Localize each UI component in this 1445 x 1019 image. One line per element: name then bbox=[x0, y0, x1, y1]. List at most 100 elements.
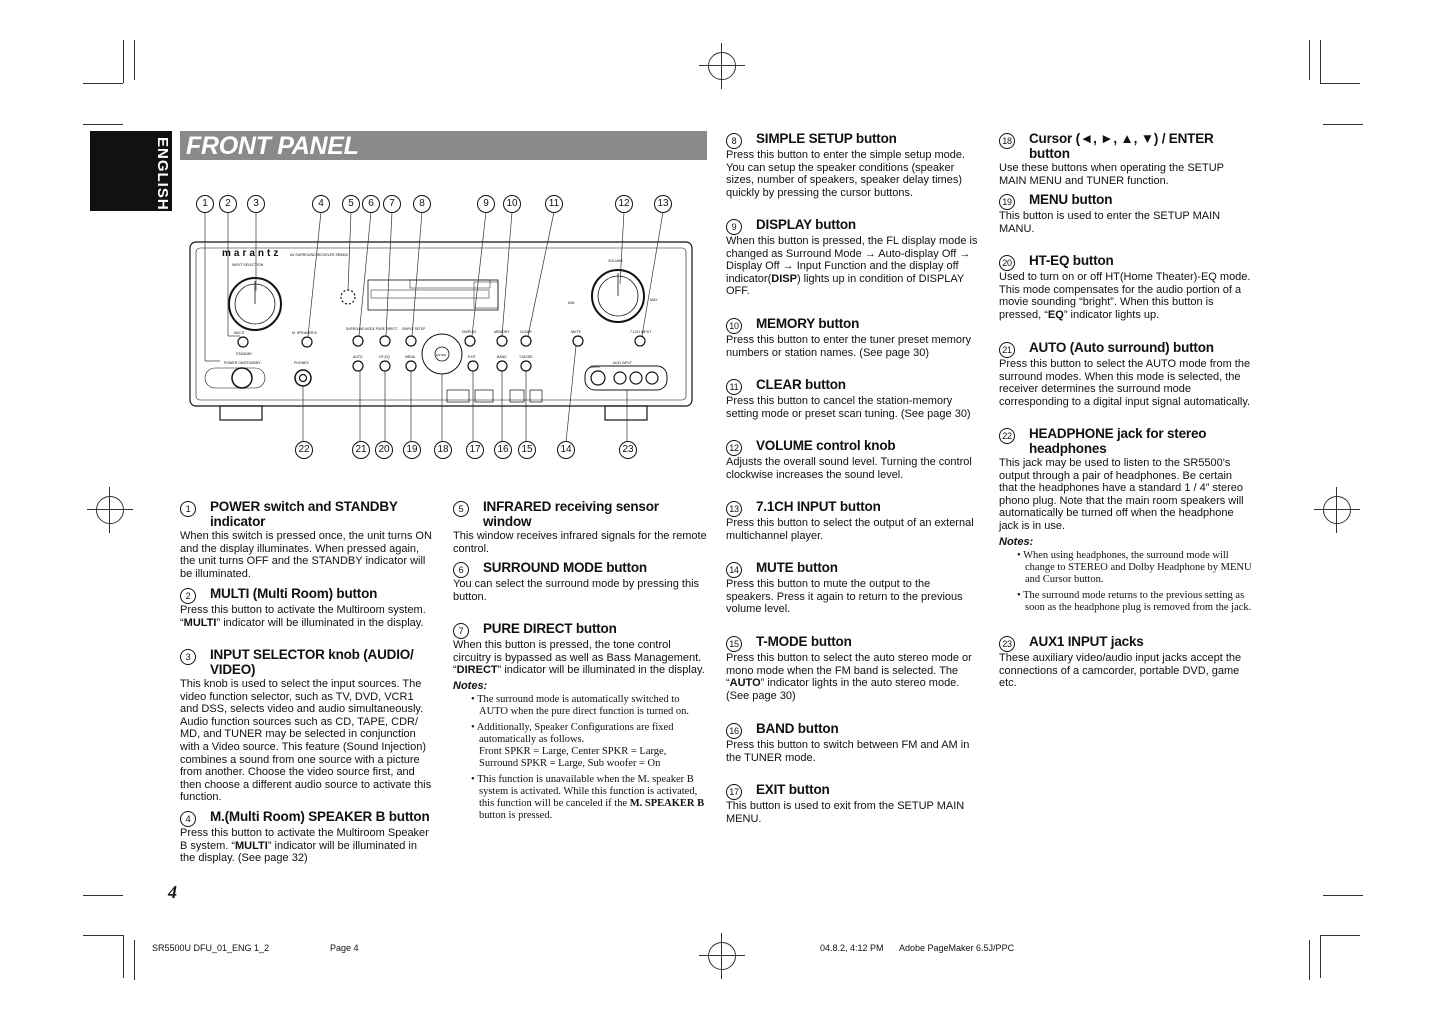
footer-app: Adobe PageMaker 6.5J/PPC bbox=[899, 943, 1015, 953]
label-menu: MENU bbox=[405, 355, 416, 359]
item-number: 11 bbox=[726, 379, 742, 395]
label-pure-direct: PURE DIRECT bbox=[376, 327, 398, 331]
crop-mark bbox=[134, 40, 135, 80]
crop-mark bbox=[1323, 895, 1363, 896]
label-71ch: 7.1CH INPUT bbox=[630, 330, 652, 334]
callout-13: 13 bbox=[654, 195, 672, 213]
footer-file: SR5500U DFU_01_ENG 1_2 bbox=[152, 943, 270, 953]
section-title: MEMORY button bbox=[756, 316, 860, 331]
section-title: MULTI (Multi Room) button bbox=[210, 586, 378, 601]
label-t-mode: T-MODE bbox=[519, 355, 533, 359]
label-min: MIN bbox=[568, 301, 575, 305]
callout-23: 23 bbox=[619, 441, 637, 459]
item-number: 13 bbox=[726, 501, 742, 517]
item-number: 22 bbox=[999, 428, 1015, 444]
section-body: This button is used to exit from the SET… bbox=[726, 800, 965, 825]
section-body: When this button is pressed, the FL disp… bbox=[726, 235, 978, 298]
section-body: When this switch is pressed once, the un… bbox=[180, 530, 432, 580]
item-number: 18 bbox=[999, 133, 1015, 149]
note: • The surround mode is automatically swi… bbox=[471, 693, 690, 717]
note-detail: Surround SPKR = Large, Sub woofer = On bbox=[479, 757, 661, 769]
section-title: 7.1CH INPUT button bbox=[756, 499, 881, 514]
section-body: This button is used to enter the SETUP M… bbox=[999, 210, 1221, 235]
item-number: 7 bbox=[453, 623, 469, 639]
note: • When using headphones, the surround mo… bbox=[1017, 549, 1252, 585]
label-multi: MULTI bbox=[234, 331, 244, 335]
label-exit: EXIT bbox=[468, 355, 477, 359]
section-title: Cursor (◄, ►, ▲, ▼) / ENTER button bbox=[1029, 131, 1214, 161]
language-tab: ENGLISH bbox=[90, 131, 172, 211]
crop-mark bbox=[1309, 40, 1310, 80]
section-body: Press this button to enter the tuner pre… bbox=[726, 334, 972, 359]
item-number: 23 bbox=[999, 636, 1015, 652]
section-title: POWER switch and STANDBY indicator bbox=[210, 499, 398, 529]
label-power: POWER ON/STANDBY bbox=[224, 361, 261, 365]
item-number: 20 bbox=[999, 255, 1015, 271]
language-label: ENGLISH bbox=[154, 137, 171, 211]
callout-6: 6 bbox=[362, 195, 380, 213]
section-ht-eq: 20 HT-EQ button Used to turn on or off HT… bbox=[999, 253, 1253, 321]
label-enter: ENTER bbox=[436, 353, 447, 357]
note: • Additionally, Speaker Configurations a… bbox=[471, 721, 674, 745]
label-auto: AUTO bbox=[353, 355, 363, 359]
item-number: 9 bbox=[726, 219, 742, 235]
section-title: DISPLAY button bbox=[756, 217, 856, 232]
footer-date: 04.8.2, 4:12 PM bbox=[820, 943, 884, 953]
section-body: These auxiliary video/audio input jacks … bbox=[999, 652, 1242, 690]
page-title-bar: FRONT PANEL bbox=[180, 131, 707, 160]
label-video: VIDEO bbox=[590, 365, 600, 369]
callout-19: 19 bbox=[403, 441, 421, 459]
callout-21: 21 bbox=[352, 441, 370, 459]
front-panel-diagram: marantz AV SURROUND RECEIVER SR5500 INPU… bbox=[189, 211, 693, 443]
item-number: 2 bbox=[180, 588, 196, 604]
notes-title: Notes: bbox=[453, 679, 488, 692]
item-number: 3 bbox=[180, 649, 196, 665]
section-body: Used to turn on or off HT(Home Theater)-… bbox=[999, 271, 1251, 321]
note: • The surround mode returns to the previ… bbox=[1017, 589, 1252, 613]
section-title: HT-EQ button bbox=[1029, 253, 1114, 268]
item-number: 4 bbox=[180, 811, 196, 827]
callout-11: 11 bbox=[545, 195, 563, 213]
registration-mark bbox=[699, 43, 745, 89]
callout-3: 3 bbox=[247, 195, 265, 213]
label-volume: VOLUME bbox=[608, 259, 623, 263]
callout-4: 4 bbox=[312, 195, 330, 213]
crop-mark bbox=[83, 935, 123, 936]
callout-14: 14 bbox=[557, 441, 575, 459]
device-brand: marantz bbox=[222, 248, 281, 259]
crop-mark bbox=[1323, 124, 1363, 125]
callout-7: 7 bbox=[383, 195, 401, 213]
item-number: 15 bbox=[726, 636, 742, 652]
item-number: 16 bbox=[726, 723, 742, 739]
callout-18: 18 bbox=[434, 441, 452, 459]
section-title: HEADPHONE jack for stereo headphones bbox=[1029, 426, 1207, 456]
section-title: AUTO (Auto surround) button bbox=[1029, 340, 1214, 355]
item-number: 5 bbox=[453, 501, 469, 517]
callout-16: 16 bbox=[494, 441, 512, 459]
section-body: Press this button to cancel the station-… bbox=[726, 395, 971, 420]
section-body: Press this button to activate the Multir… bbox=[180, 827, 429, 865]
section-body: This window receives infrared signals fo… bbox=[453, 530, 707, 555]
label-band: BAND bbox=[497, 355, 507, 359]
section-body: Adjusts the overall sound level. Turning… bbox=[726, 456, 972, 481]
label-memory: MEMORY bbox=[494, 330, 510, 334]
section-body: Press this button to enter the simple se… bbox=[726, 149, 966, 199]
crop-mark bbox=[123, 40, 124, 83]
item-number: 21 bbox=[999, 342, 1015, 358]
section-title: MUTE button bbox=[756, 560, 838, 575]
callout-2: 2 bbox=[219, 195, 237, 213]
